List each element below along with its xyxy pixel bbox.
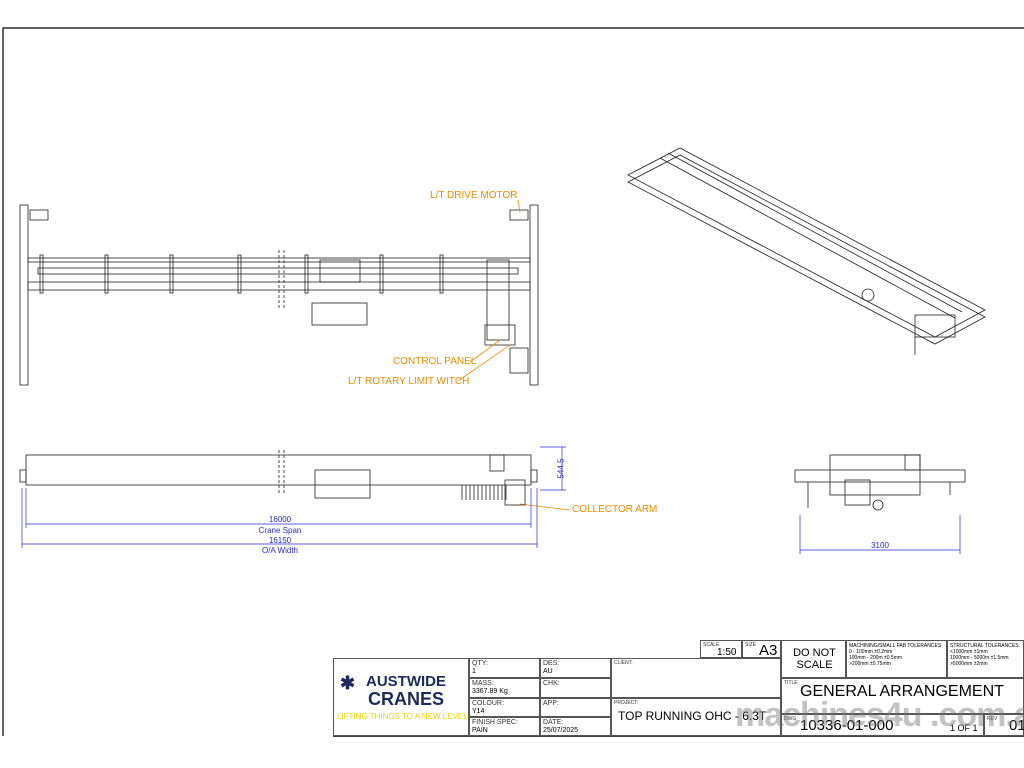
date-cell: DATE:25/07/2025 <box>540 717 611 736</box>
finish-cell: FINISH SPEC:PAIN <box>469 717 540 736</box>
project-cell: PROJECT:TOP RUNNING OHC - 6.3T <box>611 698 781 736</box>
des-cell: DES:AU <box>540 658 611 678</box>
dim-width: 16150 <box>268 536 292 545</box>
do-not-scale: DO NOT SCALE <box>781 640 846 678</box>
girder-rib <box>379 254 384 294</box>
dim-end-width: 3100 <box>871 541 889 550</box>
girder-rib <box>237 254 242 294</box>
mass-cell: MASS:3367.89 Kg <box>469 678 540 698</box>
girder-rib <box>104 254 109 294</box>
dim-span-label: Crane Span <box>258 526 302 535</box>
label-collector-arm: COLLECTOR ARM <box>572 504 658 515</box>
end-view <box>794 454 966 511</box>
girder-rib <box>169 254 174 294</box>
label-drive-motor: L/T DRIVE MOTOR <box>430 190 518 201</box>
qty-cell: QTY:1 <box>469 658 540 678</box>
label-control-panel: CONTROL PANEL <box>393 356 477 367</box>
label-rotary-limit: L/T ROTARY LIMIT WITCH <box>348 376 470 387</box>
isometric-view <box>627 147 986 355</box>
client-cell: CLIENT: <box>611 658 781 698</box>
company-logo: ✱ AUSTWIDE CRANES LIFTING THINGS TO A NE… <box>333 658 469 736</box>
girder-rib <box>439 254 444 294</box>
watermark: machines4u .com.au <box>735 696 1024 734</box>
colour-cell: COLOUR:Y14 <box>469 698 540 717</box>
top-view <box>19 204 539 386</box>
girder-rib <box>39 254 44 294</box>
dim-width-label: O/A Width <box>261 546 298 555</box>
app-cell: APP: <box>540 698 611 717</box>
girder-rib <box>304 254 309 294</box>
chk-cell: CHK: <box>540 678 611 698</box>
dim-span: 16000 <box>268 515 292 524</box>
side-view <box>19 450 538 506</box>
dim-height: 544.5 <box>556 458 566 479</box>
